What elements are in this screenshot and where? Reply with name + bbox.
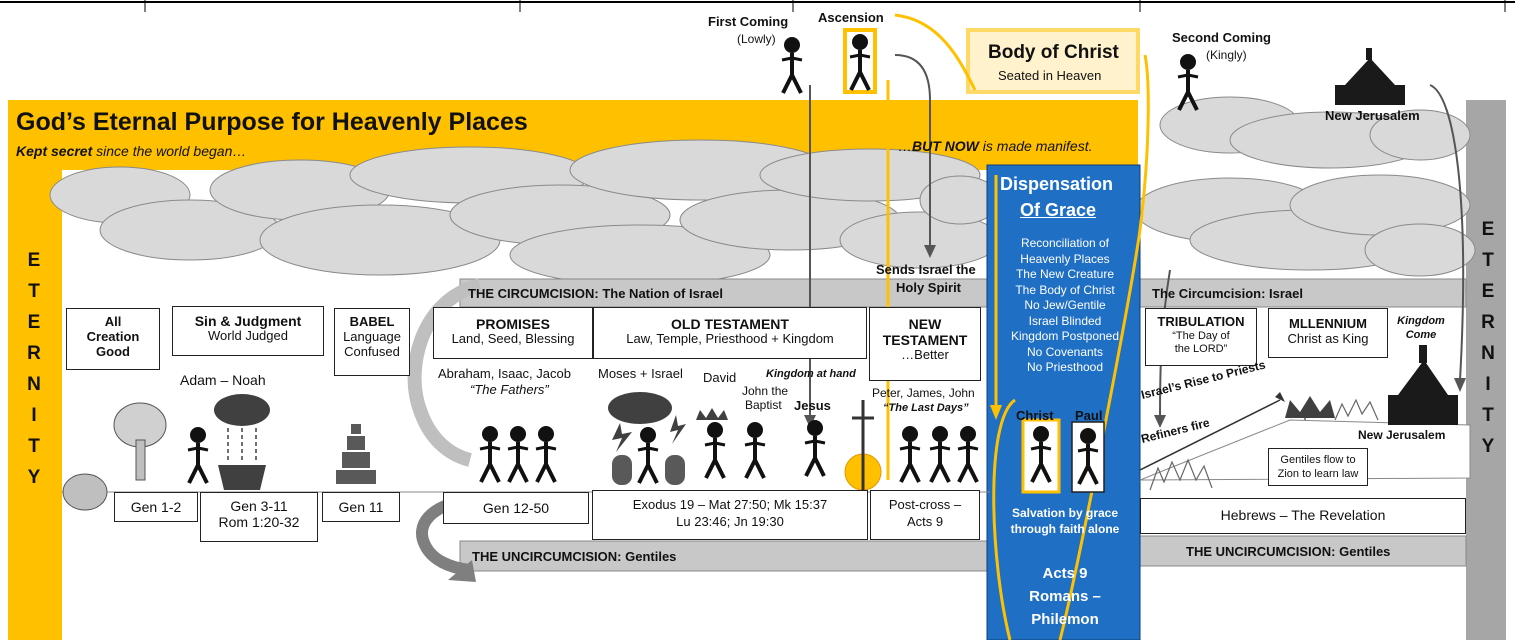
ref-gen-1-2: Gen 1-2 (114, 492, 198, 522)
paul-label: Paul (1075, 408, 1103, 423)
first-coming-sub: (Lowly) (737, 32, 776, 46)
new-jerusalem-label: New Jerusalem (1358, 428, 1446, 442)
apostles-label: Peter, James, John (872, 386, 975, 400)
banner-title: God’s Eternal Purpose for Heavenly Place… (16, 108, 528, 136)
body-of-christ-sub: Seated in Heaven (998, 68, 1102, 83)
body-of-christ-title: Body of Christ (988, 42, 1119, 63)
jesus-label: Jesus (794, 398, 831, 413)
john-label-2: Baptist (745, 398, 782, 412)
circumcision-band-left: THE CIRCUMCISION: The Nation of Israel (468, 286, 723, 301)
eternity-right-bar (1466, 100, 1506, 640)
ref-gen-11: Gen 11 (322, 492, 400, 522)
sends-holy-spirit-2: Holy Spirit (896, 280, 962, 295)
grace-title-2: Of Grace (1020, 200, 1097, 220)
clouds (49, 96, 1476, 286)
manifest-label: …BUT NOW is made manifest. (898, 138, 1093, 154)
banner-subtitle: Kept secret since the world began… (16, 143, 247, 159)
moses-label: Moses + Israel (598, 366, 683, 381)
uncircumcision-band-right: THE UNCIRCUMCISION: Gentiles (1186, 544, 1391, 559)
second-coming-sub: (Kingly) (1206, 48, 1247, 62)
fathers-label: Abraham, Isaac, Jacob (438, 366, 571, 381)
era-new-testament: NEW TESTAMENT …Better (869, 307, 981, 381)
ref-hebrews-revelation: Hebrews – The Revelation (1140, 498, 1466, 534)
sends-holy-spirit-1: Sends Israel the (876, 262, 976, 277)
christ-label: Christ (1016, 408, 1054, 423)
last-days-label: “The Last Days” (883, 402, 969, 414)
adam-noah-label: Adam – Noah (180, 372, 266, 388)
ascension-label: Ascension (818, 10, 884, 25)
circumcision-band-right: The Circumcision: Israel (1152, 286, 1303, 301)
ref-post-cross: Post-cross –Acts 9 (870, 490, 980, 540)
uncircumcision-band-left: THE UNCIRCUMCISION: Gentiles (472, 549, 677, 564)
kingdom-at-hand-label: Kingdom at hand (766, 368, 856, 380)
new-jerusalem-top-label: New Jerusalem (1325, 108, 1420, 123)
john-label-1: John the (742, 384, 789, 398)
second-coming-label: Second Coming (1172, 30, 1271, 45)
fathers-sub: “The Fathers” (470, 382, 549, 397)
david-label: David (703, 370, 737, 385)
grace-title-1: Dispensation (1000, 174, 1114, 194)
first-coming-label: First Coming (708, 14, 789, 29)
ref-gen-12-50: Gen 12-50 (443, 492, 589, 524)
